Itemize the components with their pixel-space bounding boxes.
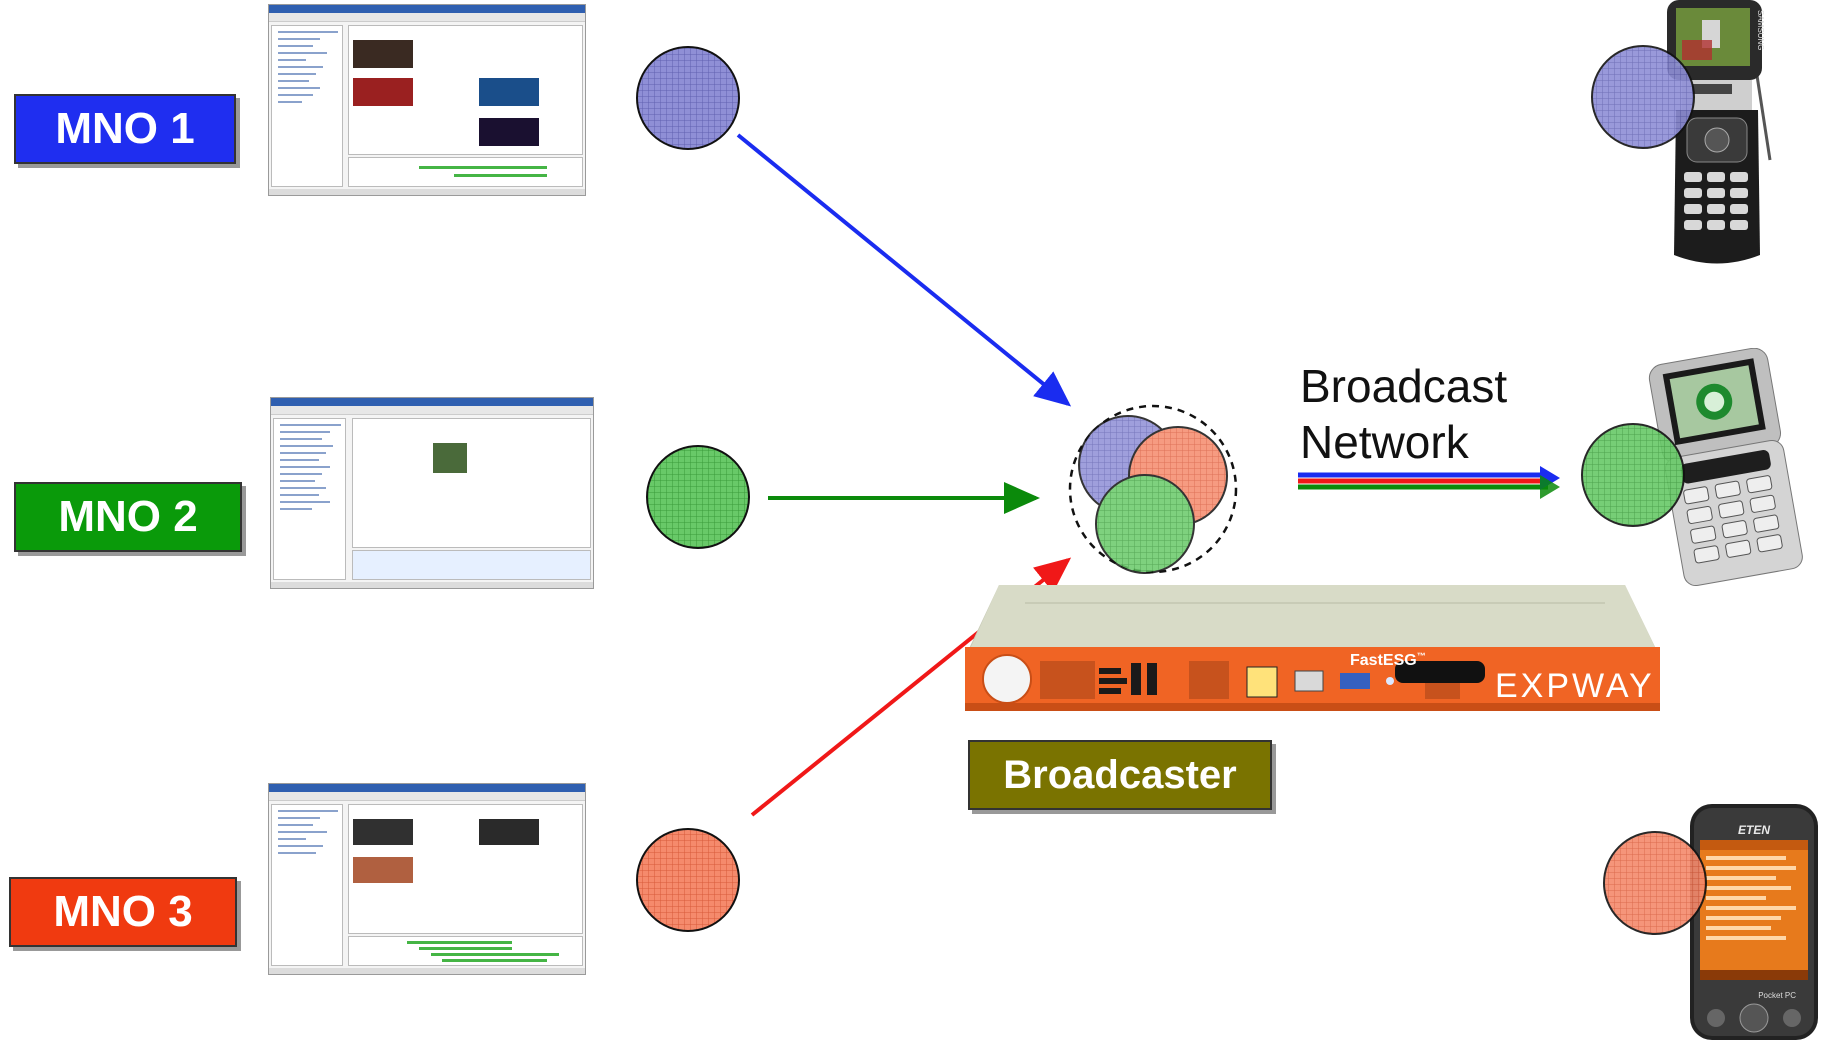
mno-2-label: MNO 2 (14, 482, 242, 552)
mno-3-label: MNO 3 (9, 877, 237, 947)
server-product-name: FastESG™ (1350, 651, 1426, 669)
phone-1-circle (1591, 45, 1695, 149)
broadcast-label-line2: Network (1300, 416, 1469, 468)
phone-3-brand: ETEN (1738, 823, 1770, 837)
mno-1-label: MNO 1 (14, 94, 236, 164)
broadcast-network-label: Broadcast Network (1300, 358, 1507, 470)
mno-3-screenshot (268, 783, 586, 975)
mno-2-circle (646, 445, 750, 549)
broadcaster-label: Broadcaster (968, 740, 1272, 810)
fastesg-server: FastESG™ EXPWAY (965, 585, 1660, 711)
phone-3-eten: ETEN Pocket PC (1686, 800, 1822, 1044)
phone-2-circle (1581, 423, 1685, 527)
mno-3-circle (636, 828, 740, 932)
mux-green-circle (1095, 474, 1195, 574)
phone-3-footer: Pocket PC (1758, 991, 1796, 1000)
mno-1-screenshot (268, 4, 586, 196)
arrow-mno-1 (736, 133, 1072, 407)
phone-1-brand: SAMSUNG (1756, 10, 1765, 50)
phone-2-lg (1636, 347, 1824, 588)
broadcast-label-line1: Broadcast (1300, 360, 1508, 412)
mno-1-circle (636, 46, 740, 150)
phone-3-circle (1603, 831, 1707, 935)
mno-2-screenshot (270, 397, 594, 589)
phone-1-samsung: SAMSUNG (1662, 0, 1772, 270)
server-brand-text: EXPWAY (1495, 667, 1655, 705)
